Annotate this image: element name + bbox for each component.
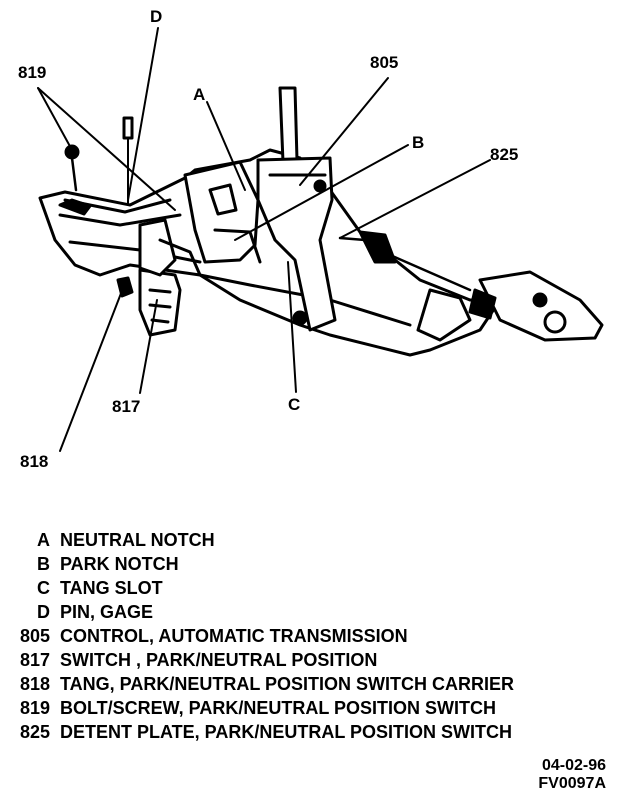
legend-desc: CONTROL, AUTOMATIC TRANSMISSION	[60, 626, 408, 646]
callout-a: A	[193, 85, 205, 104]
assembly-drawing	[37, 27, 604, 452]
legend-desc: BOLT/SCREW, PARK/NEUTRAL POSITION SWITCH	[60, 698, 496, 718]
callout-825: 825	[490, 145, 518, 164]
callout-c: C	[288, 395, 300, 414]
legend-row: 819 BOLT/SCREW, PARK/NEUTRAL POSITION SW…	[0, 696, 624, 720]
legend-key: B	[37, 554, 50, 574]
legend-row: D PIN, GAGE	[0, 600, 624, 624]
callout-d: D	[150, 7, 162, 26]
legend-desc: TANG SLOT	[60, 578, 163, 598]
legend-key: C	[37, 578, 50, 598]
figure-code: FV0097A	[538, 775, 606, 792]
callout-817: 817	[112, 397, 140, 416]
legend-row: C TANG SLOT	[0, 576, 624, 600]
switch-carrier	[138, 218, 202, 277]
legend-row: 818 TANG, PARK/NEUTRAL POSITION SWITCH C…	[0, 672, 624, 696]
legend-desc: DETENT PLATE, PARK/NEUTRAL POSITION SWIT…	[60, 722, 513, 742]
legend-key: 819	[19, 698, 50, 718]
legend-key: 805	[19, 626, 50, 646]
legend-row: 825 DETENT PLATE, PARK/NEUTRAL POSITION …	[0, 720, 624, 744]
legend-desc: PIN, GAGE	[60, 602, 154, 622]
legend-key: 825	[19, 722, 50, 742]
legend-row: 817 SWITCH , PARK/NEUTRAL POSITION	[0, 648, 624, 672]
legend-key: D	[37, 602, 50, 622]
legend-desc: TANG, PARK/NEUTRAL POSITION SWITCH CARRI…	[60, 674, 514, 694]
gage-pin	[122, 116, 134, 206]
callout-818: 818	[20, 452, 48, 471]
callout-805: 805	[370, 53, 398, 72]
legend-row: B PARK NOTCH	[0, 552, 624, 576]
legend-key: A	[37, 530, 50, 550]
park-neutral-switch	[116, 268, 182, 337]
shifter-assembly-diagram: D 819 A 805 B 825 817 C 818	[18, 7, 604, 471]
legend-key: 817	[19, 650, 50, 670]
leader-lines	[37, 27, 491, 452]
figure-footer: 04-02-96 FV0097A	[538, 757, 606, 793]
legend-desc: SWITCH , PARK/NEUTRAL POSITION	[60, 650, 378, 670]
callout-819: 819	[18, 63, 46, 82]
legend-key: 818	[19, 674, 50, 694]
legend-desc: PARK NOTCH	[60, 554, 179, 574]
bolt-screw	[64, 144, 80, 192]
callout-b: B	[412, 133, 424, 152]
control-lever	[256, 86, 337, 332]
legend-row: 805 CONTROL, AUTOMATIC TRANSMISSION	[0, 624, 624, 648]
legend-row: A NEUTRAL NOTCH	[0, 528, 624, 552]
legend-desc: NEUTRAL NOTCH	[60, 530, 215, 550]
figure-date: 04-02-96	[541, 757, 606, 774]
shift-cable	[338, 230, 604, 342]
